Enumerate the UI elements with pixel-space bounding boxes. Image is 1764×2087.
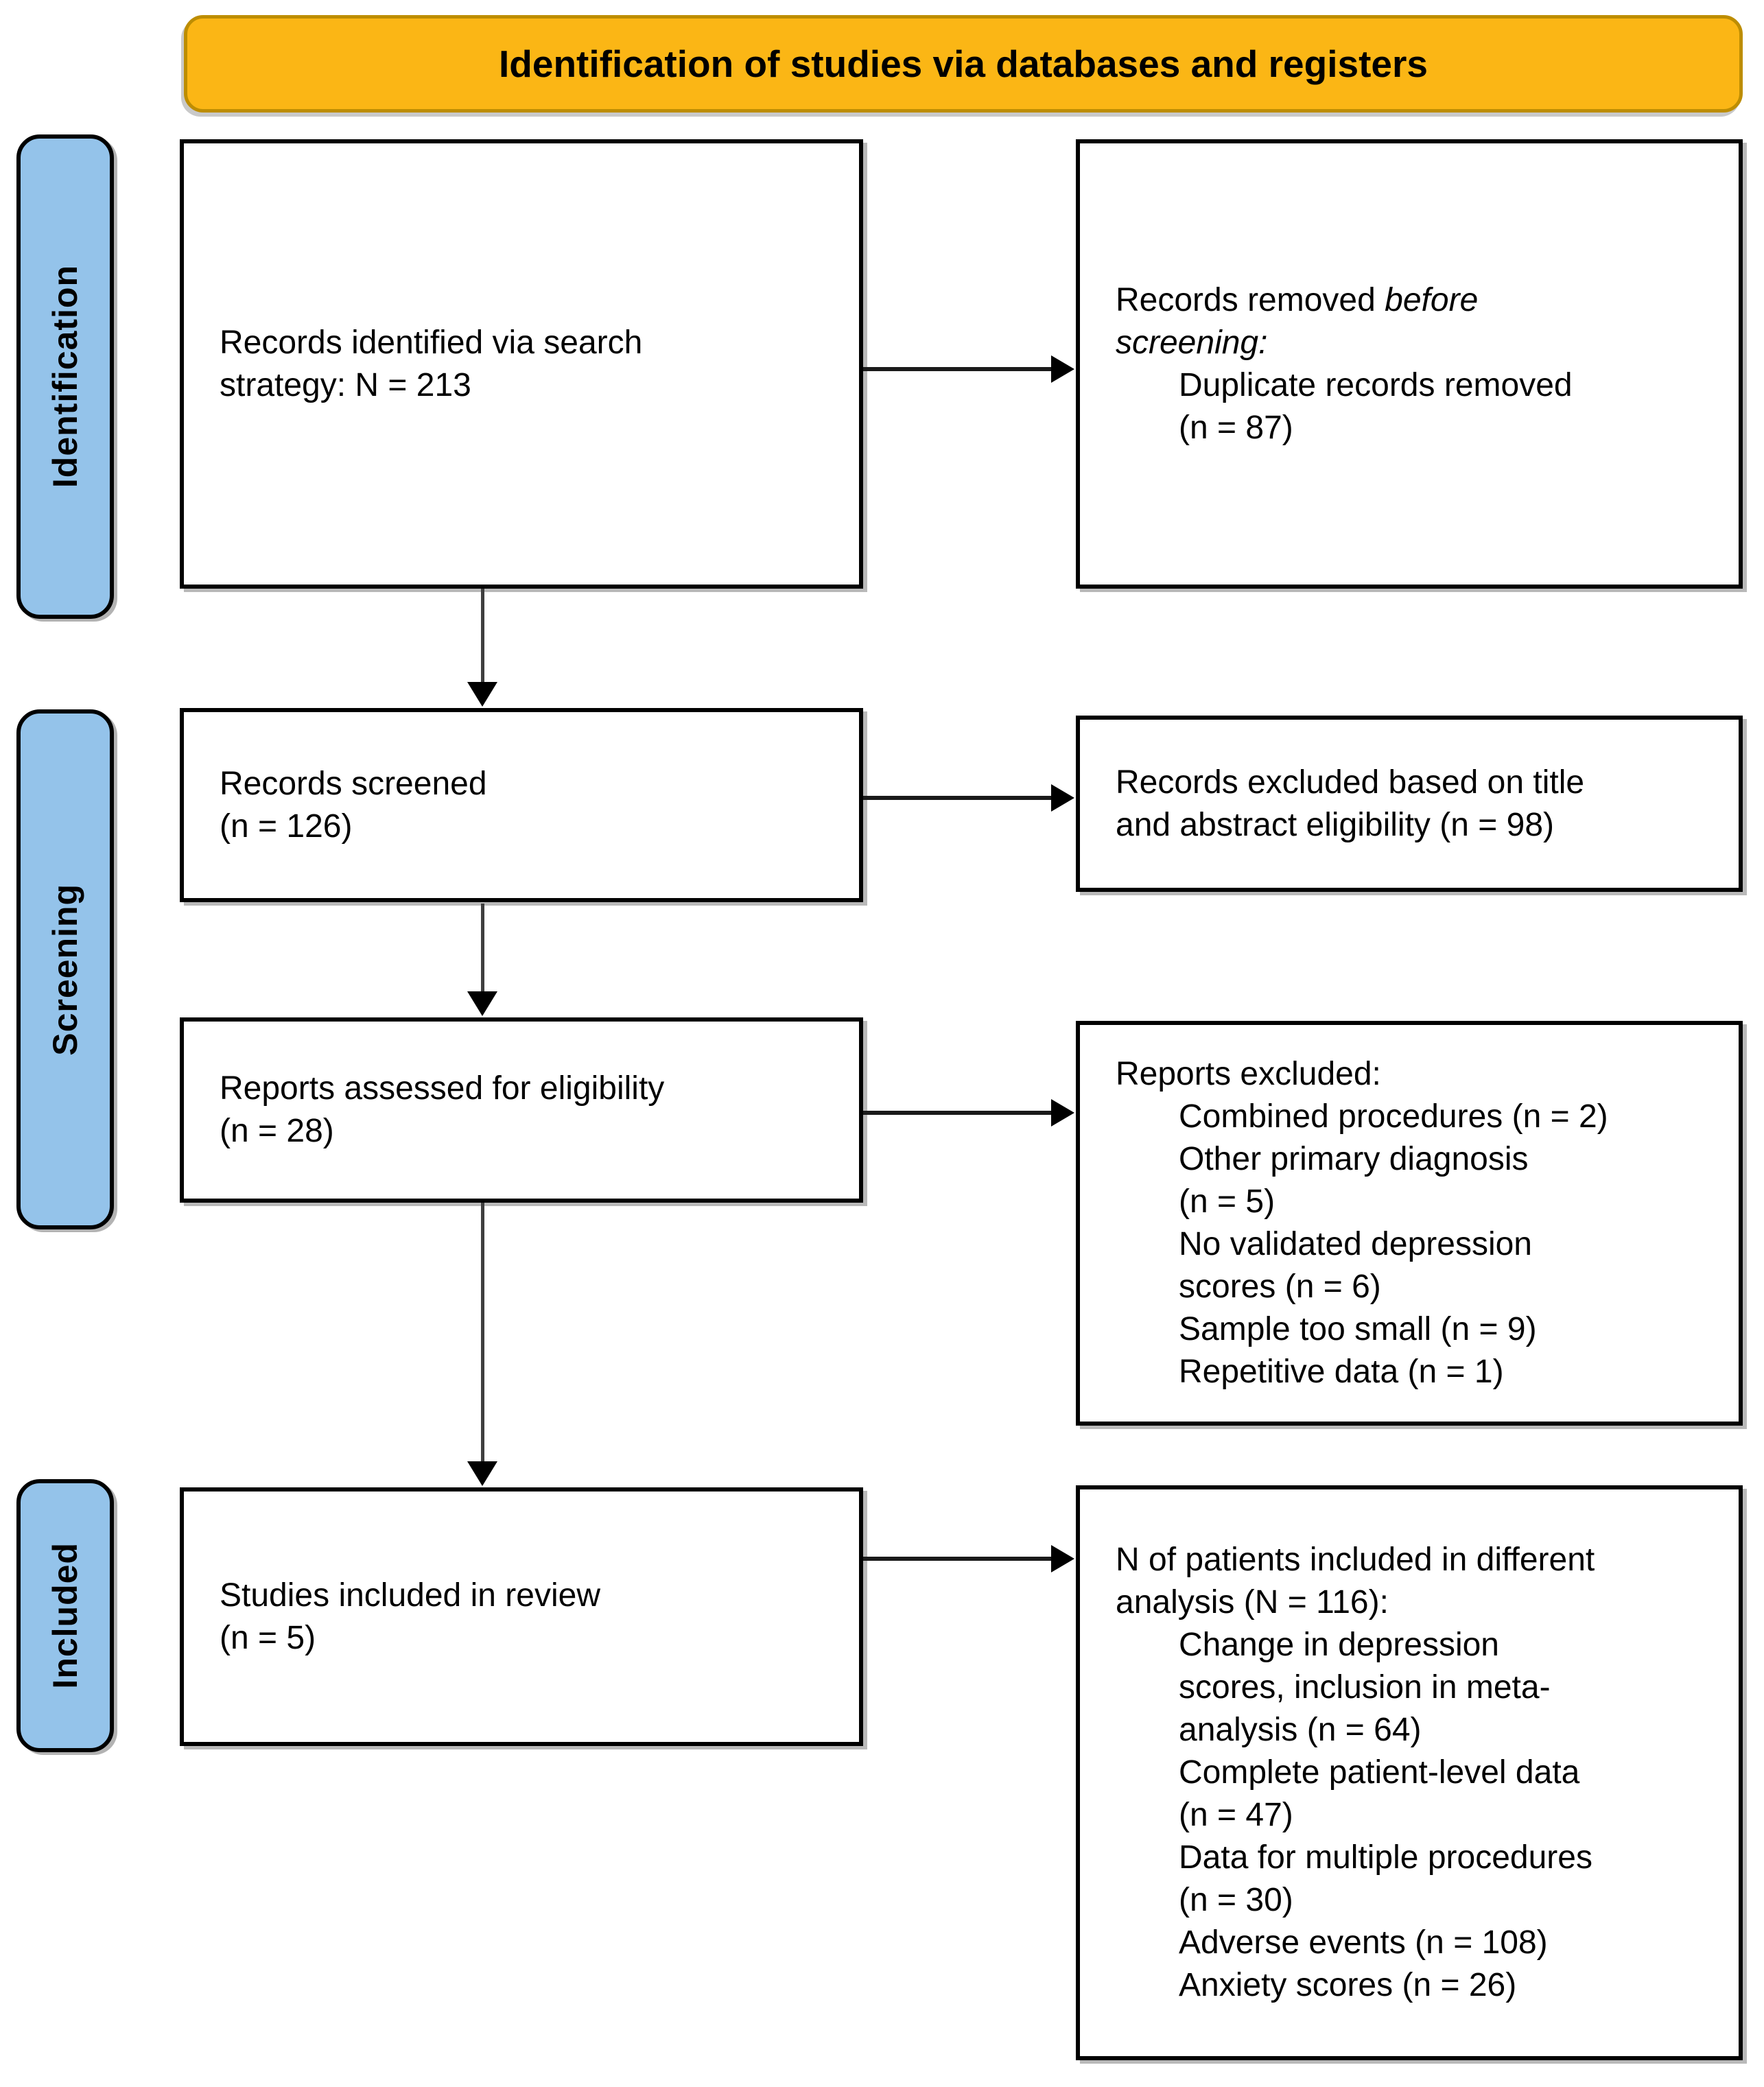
- right-arrowhead-icon: [1051, 1099, 1074, 1127]
- records-removed-heading: Records removed before screening:: [1116, 279, 1714, 364]
- reports-excluded-item: Combined procedures (n = 2): [1179, 1098, 1608, 1135]
- arrow-line: [863, 1111, 1054, 1115]
- arrow-line: [863, 796, 1054, 800]
- stage-label-screening-text: Screening: [46, 883, 84, 1056]
- reports-excluded-item: Repetitive data (n = 1): [1179, 1354, 1504, 1390]
- down-arrowhead-icon: [467, 682, 497, 707]
- reports-excluded-item: Sample too small (n = 9): [1179, 1311, 1537, 1347]
- arrow-line: [481, 904, 484, 993]
- records-removed-heading-italic1: before: [1385, 281, 1479, 318]
- stage-label-included-text: Included: [46, 1542, 84, 1689]
- reports-excluded-item: Other primary diagnosis (n = 5): [1179, 1141, 1529, 1220]
- stage-label-identification-text: Identification: [46, 265, 84, 488]
- patients-analysis-heading: N of patients included in different anal…: [1116, 1542, 1595, 1620]
- arrow-line: [863, 1557, 1054, 1561]
- box-records-removed: Records removed before screening: Duplic…: [1076, 139, 1743, 589]
- patients-analysis-item: Adverse events (n = 108): [1179, 1924, 1548, 1961]
- reports-assessed-text: Reports assessed for eligibility (n = 28…: [220, 1070, 665, 1149]
- patients-analysis-item: Data for multiple procedures (n = 30): [1179, 1839, 1592, 1918]
- box-records-excluded: Records excluded based on title and abst…: [1076, 716, 1743, 892]
- right-arrowhead-icon: [1051, 355, 1074, 383]
- down-arrowhead-icon: [467, 991, 497, 1016]
- records-removed-heading-normal: Records removed: [1116, 281, 1385, 318]
- stage-label-included: Included: [16, 1479, 114, 1752]
- right-arrowhead-icon: [1051, 784, 1074, 812]
- box-reports-excluded: Reports excluded: Combined procedures (n…: [1076, 1021, 1743, 1426]
- arrow-line: [863, 367, 1054, 371]
- reports-excluded-item: No validated depression scores (n = 6): [1179, 1226, 1532, 1305]
- studies-included-text: Studies included in review (n = 5): [220, 1577, 600, 1656]
- box-reports-assessed: Reports assessed for eligibility (n = 28…: [180, 1017, 863, 1203]
- records-removed-item: Duplicate records removed (n = 87): [1179, 366, 1573, 446]
- right-arrowhead-icon: [1051, 1545, 1074, 1572]
- down-arrowhead-icon: [467, 1461, 497, 1486]
- stage-label-identification: Identification: [16, 134, 114, 619]
- records-screened-text: Records screened (n = 126): [220, 765, 487, 845]
- patients-analysis-item: Anxiety scores (n = 26): [1179, 1967, 1517, 2003]
- box-records-identified: Records identified via search strategy: …: [180, 139, 863, 589]
- banner-title: Identification of studies via databases …: [499, 43, 1428, 85]
- stage-label-screening: Screening: [16, 709, 114, 1229]
- reports-excluded-heading: Reports excluded:: [1116, 1056, 1381, 1092]
- records-excluded-text: Records excluded based on title and abst…: [1116, 764, 1585, 843]
- arrow-line: [481, 589, 484, 685]
- banner: Identification of studies via databases …: [184, 15, 1743, 113]
- records-identified-text: Records identified via search strategy: …: [220, 324, 643, 403]
- arrow-line: [481, 1203, 484, 1463]
- box-records-screened: Records screened (n = 126): [180, 708, 863, 902]
- records-removed-heading-italic2: screening:: [1116, 324, 1268, 361]
- patients-analysis-item: Complete patient-level data (n = 47): [1179, 1754, 1580, 1833]
- box-patients-analysis: N of patients included in different anal…: [1076, 1485, 1743, 2060]
- box-studies-included: Studies included in review (n = 5): [180, 1487, 863, 1746]
- patients-analysis-item: Change in depression scores, inclusion i…: [1179, 1627, 1551, 1748]
